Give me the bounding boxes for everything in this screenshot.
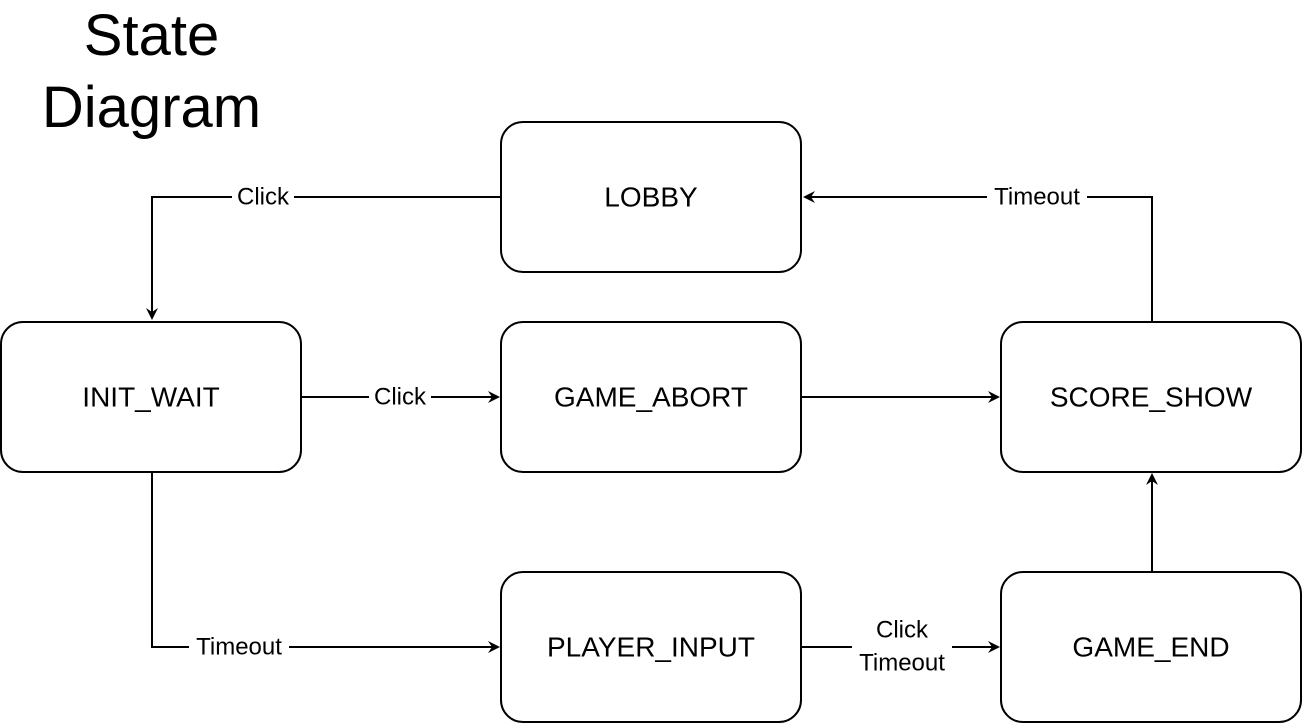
diagram-title-line-1: State bbox=[83, 3, 220, 68]
state-player-input[interactable]: PLAYER_INPUT bbox=[500, 571, 802, 723]
edge-label-init-wait-to-game-abort: Click bbox=[374, 384, 427, 411]
edge-label-init-wait-to-player-input-group: Timeout bbox=[189, 634, 289, 661]
state-game-abort[interactable]: GAME_ABORT bbox=[500, 321, 802, 473]
edge-lobby-to-init-wait bbox=[146, 196, 501, 320]
state-lobby-label: LOBBY bbox=[604, 182, 698, 213]
state-player-input-label: PLAYER_INPUT bbox=[547, 632, 755, 663]
edge-label-init-wait-to-game-abort-group: Click bbox=[369, 384, 431, 411]
diagram-title-line-2: Diagram bbox=[41, 75, 262, 140]
state-game-end-label: GAME_END bbox=[1072, 632, 1229, 663]
edge-label-player-input-to-game-end-line-1: Click bbox=[876, 617, 929, 644]
state-game-end[interactable]: GAME_END bbox=[1000, 571, 1302, 723]
state-score-show[interactable]: SCORE_SHOW bbox=[1000, 321, 1302, 473]
edge-label-lobby-to-init-wait: Click bbox=[237, 184, 290, 211]
edge-label-score-show-to-lobby: Timeout bbox=[994, 184, 1080, 211]
edge-label-player-input-to-game-end-line-2: Timeout bbox=[859, 650, 945, 677]
edge-label-lobby-to-init-wait-group: Click bbox=[232, 184, 294, 211]
edge-label-score-show-to-lobby-group: Timeout bbox=[987, 184, 1087, 211]
edge-label-init-wait-to-player-input: Timeout bbox=[196, 634, 282, 661]
state-init-wait-label: INIT_WAIT bbox=[82, 382, 219, 413]
edge-init-wait-to-player-input bbox=[151, 471, 500, 653]
state-score-show-label: SCORE_SHOW bbox=[1050, 382, 1253, 413]
state-lobby[interactable]: LOBBY bbox=[500, 121, 802, 273]
edge-label-player-input-to-game-end-group: Click Timeout bbox=[852, 616, 952, 678]
edge-score-show-to-lobby bbox=[803, 191, 1153, 321]
state-init-wait[interactable]: INIT_WAIT bbox=[0, 321, 302, 473]
state-game-abort-label: GAME_ABORT bbox=[554, 382, 748, 413]
diagram-title: State Diagram bbox=[0, 0, 303, 144]
